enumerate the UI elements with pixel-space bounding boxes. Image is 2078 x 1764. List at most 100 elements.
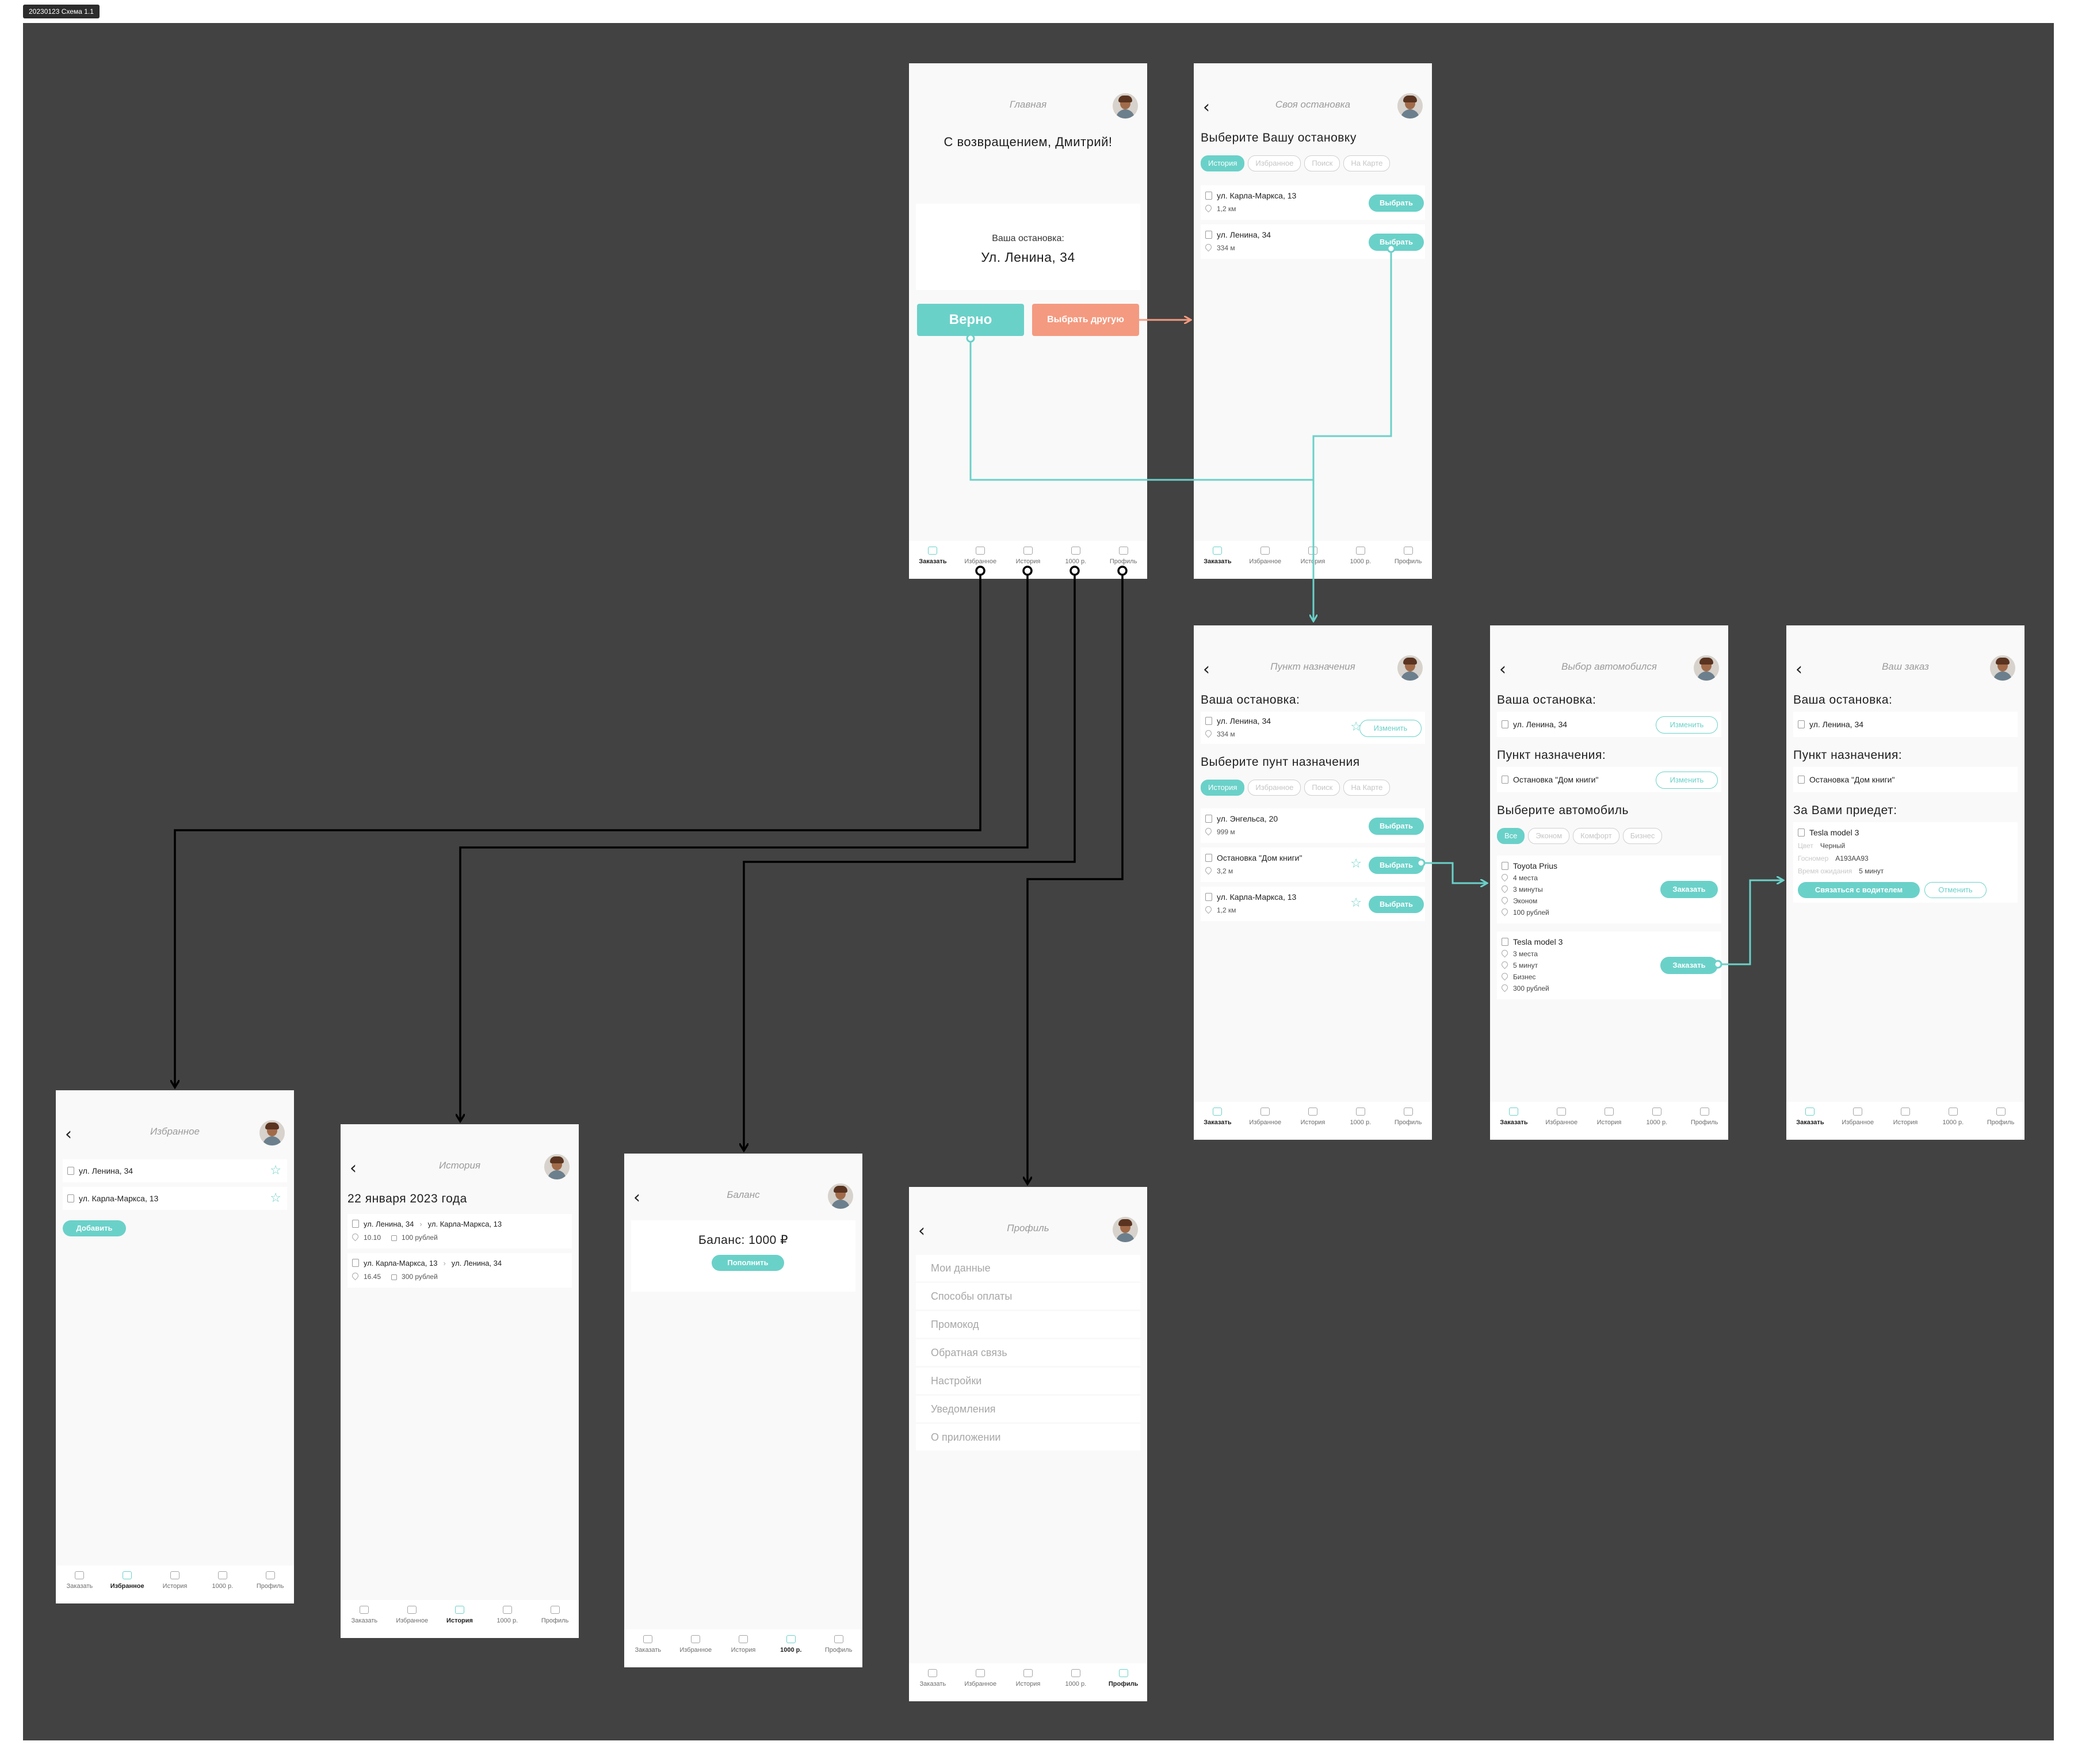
chip-favorites[interactable]: Избранное bbox=[1248, 155, 1301, 171]
menu-my-data[interactable]: Мои данные bbox=[916, 1255, 1140, 1281]
tab-history[interactable]: История bbox=[1882, 1102, 1930, 1140]
add-button[interactable]: Добавить bbox=[63, 1220, 126, 1236]
star-icon[interactable]: ☆ bbox=[1350, 857, 1362, 871]
tab-favorites[interactable]: Избранное bbox=[1242, 1102, 1289, 1140]
tab-profile[interactable]: Профиль bbox=[1099, 541, 1147, 579]
chip-comfort[interactable]: Комфорт bbox=[1573, 828, 1619, 844]
select-button[interactable]: Выбрать bbox=[1369, 234, 1424, 251]
avatar[interactable] bbox=[1990, 655, 2015, 681]
tab-favorites[interactable]: Избранное bbox=[1538, 1102, 1586, 1140]
select-button[interactable]: Выбрать bbox=[1369, 896, 1424, 913]
menu-notifications[interactable]: Уведомления bbox=[916, 1396, 1140, 1422]
tab-favorites[interactable]: Избранное bbox=[957, 1663, 1004, 1701]
back-icon[interactable]: ‹ bbox=[918, 1221, 925, 1241]
menu-payment-methods[interactable]: Способы оплаты bbox=[916, 1283, 1140, 1309]
back-icon[interactable]: ‹ bbox=[350, 1158, 357, 1178]
avatar[interactable] bbox=[1113, 93, 1138, 119]
back-icon[interactable]: ‹ bbox=[1796, 659, 1802, 679]
chip-map[interactable]: На Карте bbox=[1343, 780, 1391, 796]
star-icon[interactable]: ☆ bbox=[270, 1191, 281, 1205]
tab-profile[interactable]: Профиль bbox=[1977, 1102, 2024, 1140]
tab-history[interactable]: История bbox=[1004, 541, 1052, 579]
tab-balance[interactable]: 1000 р. bbox=[767, 1629, 815, 1667]
tab-profile[interactable]: Профиль bbox=[815, 1629, 862, 1667]
tab-history[interactable]: История bbox=[720, 1629, 767, 1667]
tab-history[interactable]: История bbox=[1004, 1663, 1052, 1701]
tab-balance[interactable]: 1000 р. bbox=[1633, 1102, 1680, 1140]
back-icon[interactable]: ‹ bbox=[633, 1188, 640, 1208]
tab-order[interactable]: Заказать bbox=[1490, 1102, 1538, 1140]
order-button[interactable]: Заказать bbox=[1660, 957, 1718, 974]
tab-profile[interactable]: Профиль bbox=[1384, 541, 1432, 579]
select-button[interactable]: Выбрать bbox=[1369, 818, 1424, 835]
menu-feedback[interactable]: Обратная связь bbox=[916, 1339, 1140, 1366]
tab-order[interactable]: Заказать bbox=[56, 1566, 104, 1603]
chip-business[interactable]: Бизнес bbox=[1622, 828, 1663, 844]
tab-favorites[interactable]: Избранное bbox=[672, 1629, 720, 1667]
avatar[interactable] bbox=[1113, 1217, 1138, 1242]
back-icon[interactable]: ‹ bbox=[1499, 659, 1506, 679]
tab-profile[interactable]: Профиль bbox=[1680, 1102, 1728, 1140]
select-button[interactable]: Выбрать bbox=[1369, 857, 1424, 874]
avatar[interactable] bbox=[1694, 655, 1719, 681]
choose-other-button[interactable]: Выбрать другую bbox=[1032, 304, 1139, 336]
tab-history[interactable]: История bbox=[151, 1566, 199, 1603]
back-icon[interactable]: ‹ bbox=[65, 1124, 72, 1144]
tab-order[interactable]: Заказать bbox=[909, 1663, 957, 1701]
avatar[interactable] bbox=[1397, 93, 1423, 119]
tab-balance[interactable]: 1000 р. bbox=[1052, 1663, 1099, 1701]
chip-map[interactable]: На Карте bbox=[1343, 155, 1391, 171]
tab-order[interactable]: Заказать bbox=[1194, 541, 1242, 579]
chip-history[interactable]: История bbox=[1201, 155, 1245, 171]
tab-profile[interactable]: Профиль bbox=[246, 1566, 294, 1603]
chip-history[interactable]: История bbox=[1201, 780, 1245, 796]
tab-balance[interactable]: 1000 р. bbox=[1336, 1102, 1384, 1140]
menu-settings[interactable]: Настройки bbox=[916, 1368, 1140, 1394]
tab-balance[interactable]: 1000 р. bbox=[1929, 1102, 1977, 1140]
select-button[interactable]: Выбрать bbox=[1369, 194, 1424, 212]
tab-history[interactable]: История bbox=[436, 1600, 484, 1638]
menu-promo-code[interactable]: Промокод bbox=[916, 1311, 1140, 1338]
chip-search[interactable]: Поиск bbox=[1304, 155, 1340, 171]
tab-favorites[interactable]: Избранное bbox=[1242, 541, 1289, 579]
back-icon[interactable]: ‹ bbox=[1203, 97, 1210, 117]
tab-profile[interactable]: Профиль bbox=[1384, 1102, 1432, 1140]
order-button[interactable]: Заказать bbox=[1660, 881, 1718, 898]
chip-all[interactable]: Все bbox=[1497, 828, 1525, 844]
tab-balance[interactable]: 1000 р. bbox=[1336, 541, 1384, 579]
tab-order[interactable]: Заказать bbox=[341, 1600, 388, 1638]
tab-order[interactable]: Заказать bbox=[909, 541, 957, 579]
avatar[interactable] bbox=[828, 1183, 853, 1209]
avatar[interactable] bbox=[1397, 655, 1423, 681]
star-icon[interactable]: ☆ bbox=[1350, 896, 1362, 910]
tab-profile[interactable]: Профиль bbox=[531, 1600, 579, 1638]
back-icon[interactable]: ‹ bbox=[1203, 659, 1210, 679]
tab-history[interactable]: История bbox=[1289, 1102, 1337, 1140]
tab-order[interactable]: Заказать bbox=[1194, 1102, 1242, 1140]
chip-search[interactable]: Поиск bbox=[1304, 780, 1340, 796]
tab-favorites[interactable]: Избранное bbox=[388, 1600, 436, 1638]
tab-profile[interactable]: Профиль bbox=[1099, 1663, 1147, 1701]
star-icon[interactable]: ☆ bbox=[270, 1163, 281, 1178]
tab-favorites[interactable]: Избранное bbox=[957, 541, 1004, 579]
menu-about[interactable]: О приложении bbox=[916, 1424, 1140, 1450]
cancel-order-button[interactable]: Отменить bbox=[1924, 882, 1987, 898]
change-destination-button[interactable]: Изменить bbox=[1656, 772, 1718, 789]
tab-favorites[interactable]: Избранное bbox=[1834, 1102, 1882, 1140]
avatar[interactable] bbox=[544, 1154, 570, 1179]
topup-button[interactable]: Пополнить bbox=[712, 1255, 784, 1271]
tab-favorites[interactable]: Избранное bbox=[104, 1566, 151, 1603]
tab-order[interactable]: Заказать bbox=[1786, 1102, 1834, 1140]
tab-balance[interactable]: 1000 р. bbox=[1052, 541, 1099, 579]
confirm-button[interactable]: Верно bbox=[917, 304, 1024, 336]
tab-balance[interactable]: 1000 р. bbox=[198, 1566, 246, 1603]
avatar[interactable] bbox=[259, 1120, 285, 1146]
contact-driver-button[interactable]: Связаться с водителем bbox=[1798, 882, 1920, 898]
tab-balance[interactable]: 1000 р. bbox=[483, 1600, 531, 1638]
star-icon[interactable]: ☆ bbox=[1350, 720, 1362, 734]
change-stop-button[interactable]: Изменить bbox=[1656, 716, 1718, 734]
tab-order[interactable]: Заказать bbox=[624, 1629, 672, 1667]
chip-favorites[interactable]: Избранное bbox=[1248, 780, 1301, 796]
tab-history[interactable]: История bbox=[1586, 1102, 1633, 1140]
change-stop-button[interactable]: Изменить bbox=[1359, 720, 1422, 737]
